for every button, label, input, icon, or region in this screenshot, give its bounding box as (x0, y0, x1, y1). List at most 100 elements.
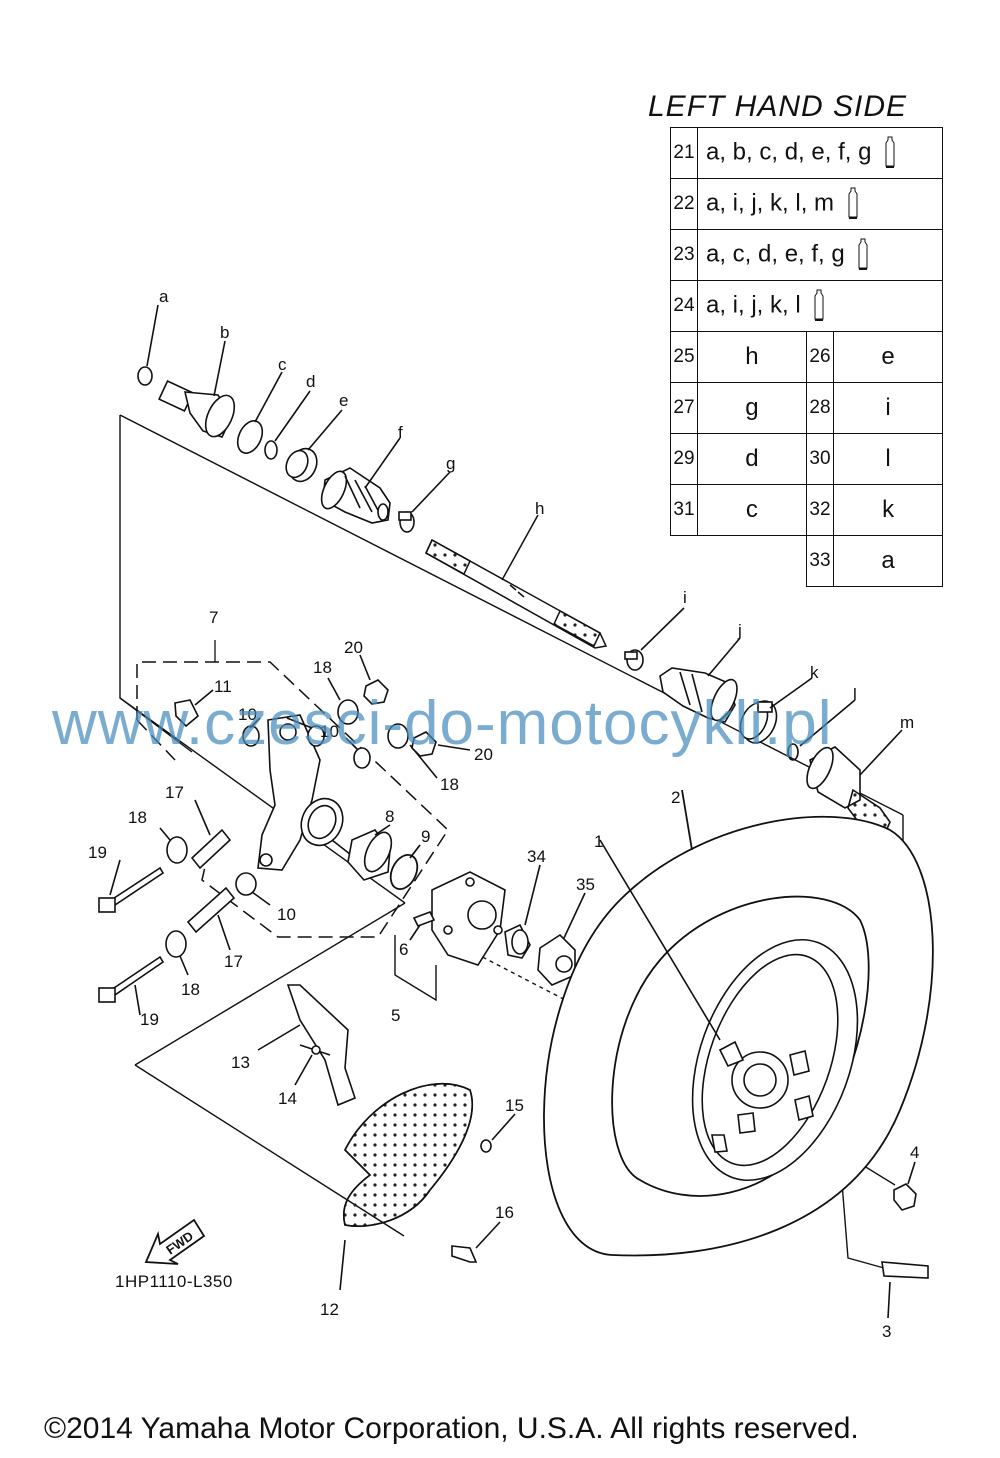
band-k (739, 677, 813, 744)
collar-17 (186, 799, 236, 951)
guard-12 (339, 1082, 473, 1291)
valve-3 (881, 1261, 929, 1319)
callout-16: 16 (495, 1203, 514, 1222)
callout-17: 17 (224, 952, 243, 971)
row-items: a, c, d, e, f, g (697, 229, 943, 281)
clamp-i (624, 607, 685, 671)
grease-tube-icon (858, 238, 868, 270)
cv-joint-outer-b (158, 340, 236, 438)
seal-10 (235, 717, 371, 906)
callout-j: j (737, 621, 742, 640)
callout-l: l (853, 685, 857, 704)
empty-cell (698, 536, 807, 587)
callout-k: k (810, 663, 819, 682)
callout-13: 13 (231, 1053, 250, 1072)
boot-j (659, 637, 741, 723)
callout-7: 7 (209, 608, 218, 627)
boot-f (320, 437, 401, 524)
row-number: 25 (670, 331, 698, 383)
row-value: e (833, 331, 943, 383)
table-row: 27 g 28 i (670, 382, 943, 434)
callout-12: 12 (320, 1300, 339, 1319)
table-row: 31 c 32 k (670, 484, 943, 536)
spacer-34 (504, 864, 541, 959)
callout-18: 18 (128, 808, 147, 827)
table-title: LEFT HAND SIDE (648, 90, 908, 123)
callout-34: 34 (527, 847, 546, 866)
watermark: www.czesci-do-motocykli.pl (52, 689, 833, 758)
row-value: d (697, 433, 807, 485)
row-number: 31 (670, 484, 698, 536)
row-items: a, i, j, k, l, m (697, 178, 943, 230)
row-value: h (697, 331, 807, 383)
row-value: c (697, 484, 807, 536)
callout-18: 18 (181, 980, 200, 999)
callout-11: 11 (214, 677, 232, 696)
callout-3: 3 (882, 1322, 891, 1341)
hub-5 (431, 871, 506, 966)
wheel-1 (599, 839, 859, 1182)
row-number: 30 (805, 433, 835, 485)
row-number: 23 (670, 229, 698, 281)
grease-nipple-11 (174, 689, 214, 728)
ring-c (236, 371, 283, 454)
bolt-16 (451, 1221, 501, 1263)
band-e (285, 409, 343, 483)
washer-15 (480, 1113, 516, 1153)
table-row: 24 a, i, j, k, l (670, 280, 943, 332)
row-number: 33 (805, 535, 835, 587)
row-number: 28 (805, 382, 835, 434)
callout-17: 17 (165, 783, 184, 802)
copyright-notice: ©2014 Yamaha Motor Corporation, U.S.A. A… (44, 1412, 859, 1445)
table-row: 22 a, i, j, k, l, m (670, 178, 943, 230)
diagram-code: 1HP1110-L350 (115, 1272, 233, 1291)
circlip-9 (389, 844, 421, 890)
row-items: a, i, j, k, l (697, 280, 943, 332)
callout-8: 8 (385, 807, 394, 826)
grease-tube-icon (885, 136, 895, 168)
row-value: l (833, 433, 943, 485)
callout-15: 15 (505, 1096, 524, 1115)
callout-19: 19 (140, 1010, 159, 1029)
callout-18: 18 (440, 775, 459, 794)
bolt-14 (294, 1044, 331, 1086)
grease-tube-icon (814, 289, 824, 321)
letter-callouts: a b c d e f g h i j k l m (159, 287, 914, 732)
table-row: 33 a (671, 535, 943, 587)
grease-tube-icon (848, 187, 858, 219)
drive-shaft-h (425, 514, 608, 649)
callout-1: 1 (594, 832, 603, 851)
callout-10: 10 (320, 722, 339, 741)
empty-cell (671, 536, 698, 587)
row-value: k (833, 484, 943, 536)
callout-c: c (278, 355, 287, 374)
clip-l (787, 699, 856, 761)
callout-h: h (535, 499, 544, 518)
callout-35: 35 (576, 875, 595, 894)
row-items: a, b, c, d, e, f, g (697, 127, 943, 179)
callout-5: 5 (391, 1006, 400, 1025)
row-number: 27 (670, 382, 698, 434)
table-row: 23 a, c, d, e, f, g (670, 229, 943, 281)
stud-bolt-6 (409, 910, 436, 941)
callout-19: 19 (88, 843, 107, 862)
clamp-g (398, 471, 451, 533)
callout-14: 14 (278, 1089, 297, 1108)
bushing-18 (159, 677, 438, 976)
row-value: i (833, 382, 943, 434)
circlip-a (137, 304, 159, 386)
callout-20: 20 (344, 638, 363, 657)
row-value: a (833, 535, 943, 587)
callout-10: 10 (238, 705, 257, 724)
callout-4: 4 (910, 1143, 919, 1162)
knuckle-dashed-box (136, 661, 449, 938)
left-hand-side-table: 21 a, b, c, d, e, f, g 22 a, i, j, k, l,… (670, 127, 943, 587)
nut-4 (893, 1161, 917, 1211)
fwd-arrow-icon: FWD (144, 1218, 206, 1265)
row-number: 32 (805, 484, 835, 536)
table-row: 21 a, b, c, d, e, f, g (670, 127, 943, 179)
row-number: 21 (670, 127, 698, 179)
callout-6: 6 (399, 940, 408, 959)
